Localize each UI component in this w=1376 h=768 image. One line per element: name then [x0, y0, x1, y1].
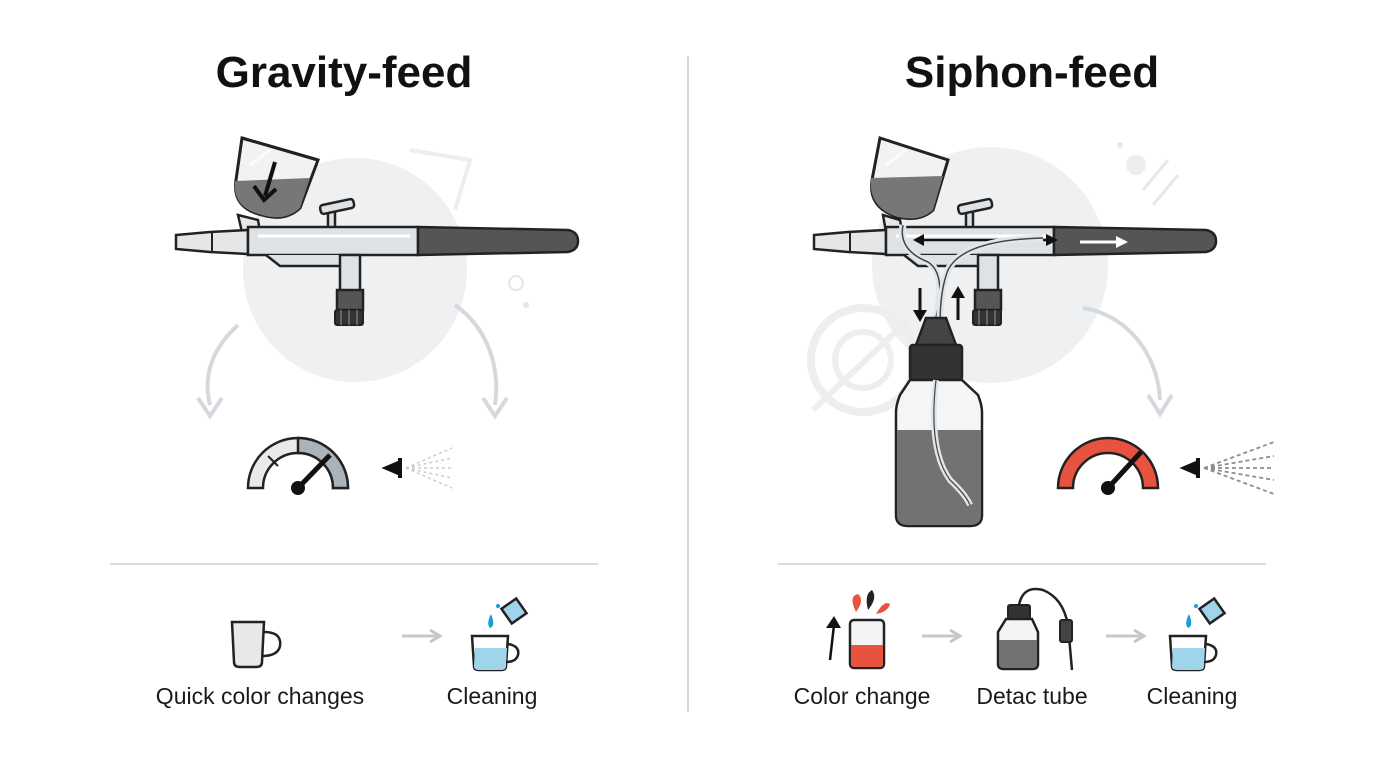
flow-arrow-right-icon	[453, 303, 509, 420]
step-arrow-icon	[1106, 628, 1147, 644]
gravity-feed-title: Gravity-feed	[215, 48, 473, 97]
section-divider	[110, 563, 598, 565]
paint-flow-arrows-icon	[913, 286, 965, 322]
color-change-icon	[826, 590, 890, 670]
gravity-airbrush-icon	[174, 136, 580, 326]
step-label-quick-color-changes: Quick color changes	[155, 683, 365, 709]
cleaning-icon	[1168, 596, 1227, 672]
siphon-airbrush-icon	[812, 136, 1218, 326]
panel-divider	[687, 56, 689, 712]
high-pressure-gauge-icon	[1056, 436, 1160, 495]
fine-spray-icon	[381, 447, 453, 489]
strong-spray-icon	[1179, 441, 1275, 495]
paint-bottle-icon	[894, 316, 984, 528]
cup-icon	[230, 620, 282, 669]
step-label-detac-tube: Detac tube	[976, 683, 1088, 709]
low-pressure-gauge-icon	[246, 436, 350, 495]
step-arrow-icon	[402, 628, 443, 644]
siphon-feed-panel: Siphon-feed	[688, 0, 1376, 768]
section-divider	[778, 563, 1266, 565]
gravity-feed-illustration	[174, 136, 580, 672]
flow-arrow-left-icon	[196, 323, 240, 420]
cleaning-icon	[470, 596, 529, 672]
siphon-feed-title: Siphon-feed	[904, 48, 1160, 97]
step-label-cleaning: Cleaning	[1146, 683, 1238, 709]
step-label-cleaning: Cleaning	[446, 683, 538, 709]
step-arrow-icon	[922, 628, 963, 644]
gravity-feed-panel: Gravity-feed	[110, 48, 598, 709]
step-label-color-change: Color change	[793, 683, 931, 709]
flow-arrow-right-icon	[1082, 306, 1174, 418]
detach-tube-icon	[996, 587, 1074, 671]
siphon-feed-illustration	[807, 136, 1275, 672]
